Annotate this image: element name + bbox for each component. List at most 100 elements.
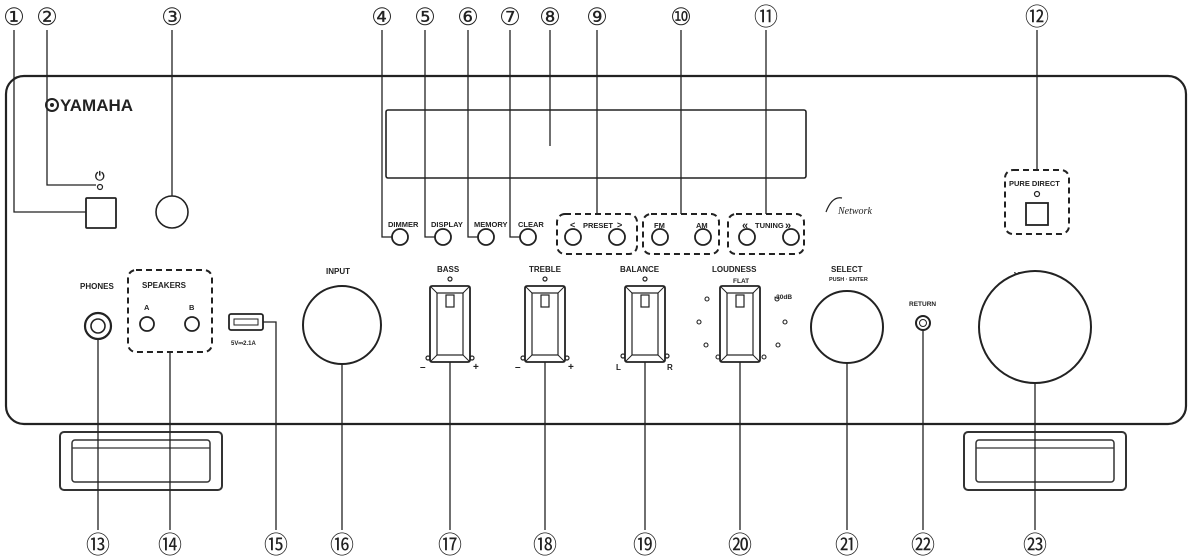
treble-label: TREBLE — [529, 265, 562, 274]
callout-17: ⑰ — [438, 532, 462, 559]
minus30db-label: -30dB — [774, 294, 792, 301]
display-button[interactable] — [434, 228, 452, 246]
bass-center-mark — [447, 276, 453, 282]
usb-port-inner — [233, 318, 259, 326]
speakers-label: SPEAKERS — [142, 281, 187, 290]
loudness-control[interactable] — [719, 285, 761, 363]
callout-13: ⑬ — [86, 532, 110, 559]
display-label: DISPLAY — [431, 220, 463, 229]
power-indicator-led — [96, 183, 104, 191]
chassis — [4, 74, 1188, 426]
tuning-left-arrow: « — [742, 220, 748, 232]
pure-direct-label: PURE DIRECT — [1009, 179, 1060, 188]
network-logo: Network — [837, 206, 872, 217]
fm-label: FM — [654, 221, 665, 230]
callout-leaders — [13, 30, 1038, 530]
select-label: SELECT — [831, 265, 863, 274]
callout-23: ㉓ — [1023, 532, 1047, 559]
loudness-label: LOUDNESS — [712, 265, 757, 274]
balance-left-label: L — [616, 363, 621, 372]
speaker-a-label: A — [144, 303, 150, 312]
phones-label: PHONES — [80, 282, 114, 291]
callout-16: ⑯ — [330, 532, 354, 559]
treble-minus-label: – — [515, 362, 521, 373]
balance-label: BALANCE — [620, 265, 660, 274]
front-display — [385, 109, 807, 179]
input-knob[interactable] — [302, 285, 382, 365]
callout-22: ㉒ — [911, 532, 935, 559]
callout-18: ⑱ — [533, 532, 557, 559]
tuning-down-button[interactable] — [738, 228, 756, 246]
callout-8: ⑧ — [539, 4, 561, 31]
power-indicator-icon: ⏻ — [95, 169, 105, 183]
callout-9: ⑨ — [586, 4, 608, 31]
callout-15: ⑮ — [264, 532, 288, 559]
dimmer-label: DIMMER — [388, 220, 419, 229]
callouts-top: ① ② ③ ④ ⑤ ⑥ ⑦ ⑧ ⑨ ⑩ ⑪ ⑫ — [3, 4, 1049, 31]
callout-14: ⑭ — [158, 532, 182, 559]
treble-plus-label: + — [568, 362, 574, 373]
preset-down-button[interactable] — [564, 228, 582, 246]
callout-10: ⑩ — [670, 4, 692, 31]
tuning-up-button[interactable] — [782, 228, 800, 246]
bass-plus-label: + — [473, 362, 479, 373]
phones-jack-inner — [90, 318, 106, 334]
return-label: RETURN — [909, 301, 936, 308]
callout-21: ㉑ — [835, 532, 859, 559]
volume-knob[interactable] — [978, 270, 1092, 384]
right-foot — [963, 431, 1127, 491]
button-row: DIMMER DISPLAY MEMORY CLEAR < PRESET > F… — [388, 213, 805, 255]
bass-minus-label: – — [420, 362, 426, 373]
callout-20: ⑳ — [728, 532, 752, 559]
treble-control[interactable] — [524, 285, 566, 363]
memory-button[interactable] — [477, 228, 495, 246]
callout-4: ④ — [371, 4, 393, 31]
dimmer-button[interactable] — [391, 228, 409, 246]
balance-right-label: R — [667, 363, 673, 372]
callout-6: ⑥ — [457, 4, 479, 31]
am-button[interactable] — [694, 228, 712, 246]
clear-button[interactable] — [519, 228, 537, 246]
tuning-right-arrow: » — [785, 220, 791, 232]
balance-control[interactable] — [624, 285, 666, 363]
preset-label: PRESET — [583, 221, 613, 230]
input-label: INPUT — [326, 267, 350, 276]
am-label: AM — [696, 221, 708, 230]
speaker-b-label: B — [189, 303, 195, 312]
network-logo-icon — [825, 197, 843, 213]
loudness-scale-dots — [696, 296, 788, 360]
bass-control[interactable] — [429, 285, 471, 363]
preset-up-button[interactable] — [608, 228, 626, 246]
bass-label: BASS — [437, 265, 460, 274]
callout-5: ⑤ — [414, 4, 436, 31]
callouts-bottom: ⑬ ⑭ ⑮ ⑯ ⑰ ⑱ ⑲ ⑳ ㉑ ㉒ ㉓ — [86, 532, 1047, 559]
flat-label: FLAT — [733, 278, 749, 285]
callout-1: ① — [3, 4, 25, 31]
remote-sensor — [155, 195, 189, 229]
yamaha-logo-icon — [45, 98, 59, 112]
callout-3: ③ — [161, 4, 183, 31]
brand-logo: YAMAHA — [45, 96, 133, 115]
select-knob[interactable] — [810, 290, 884, 364]
clear-label: CLEAR — [518, 220, 544, 229]
callout-19: ⑲ — [633, 532, 657, 559]
brand-name: YAMAHA — [60, 96, 133, 115]
memory-label: MEMORY — [474, 220, 507, 229]
speaker-a-button[interactable] — [139, 316, 155, 332]
power-button[interactable] — [85, 197, 117, 229]
pure-direct-indicator — [1033, 190, 1041, 198]
usb-rating: 5V⎓2.1A — [231, 341, 256, 347]
left-foot — [59, 431, 223, 491]
preset-right-arrow: > — [617, 220, 622, 230]
callout-12: ⑫ — [1025, 4, 1049, 31]
select-sub-label: PUSH · ENTER — [829, 277, 868, 283]
preset-left-arrow: < — [570, 220, 575, 230]
pure-direct-button[interactable] — [1025, 202, 1049, 226]
fm-button[interactable] — [651, 228, 669, 246]
callout-2: ② — [36, 4, 58, 31]
callout-7: ⑦ — [499, 4, 521, 31]
tuning-label: TUNING — [755, 221, 784, 230]
callout-11: ⑪ — [754, 4, 778, 31]
speaker-b-button[interactable] — [184, 316, 200, 332]
